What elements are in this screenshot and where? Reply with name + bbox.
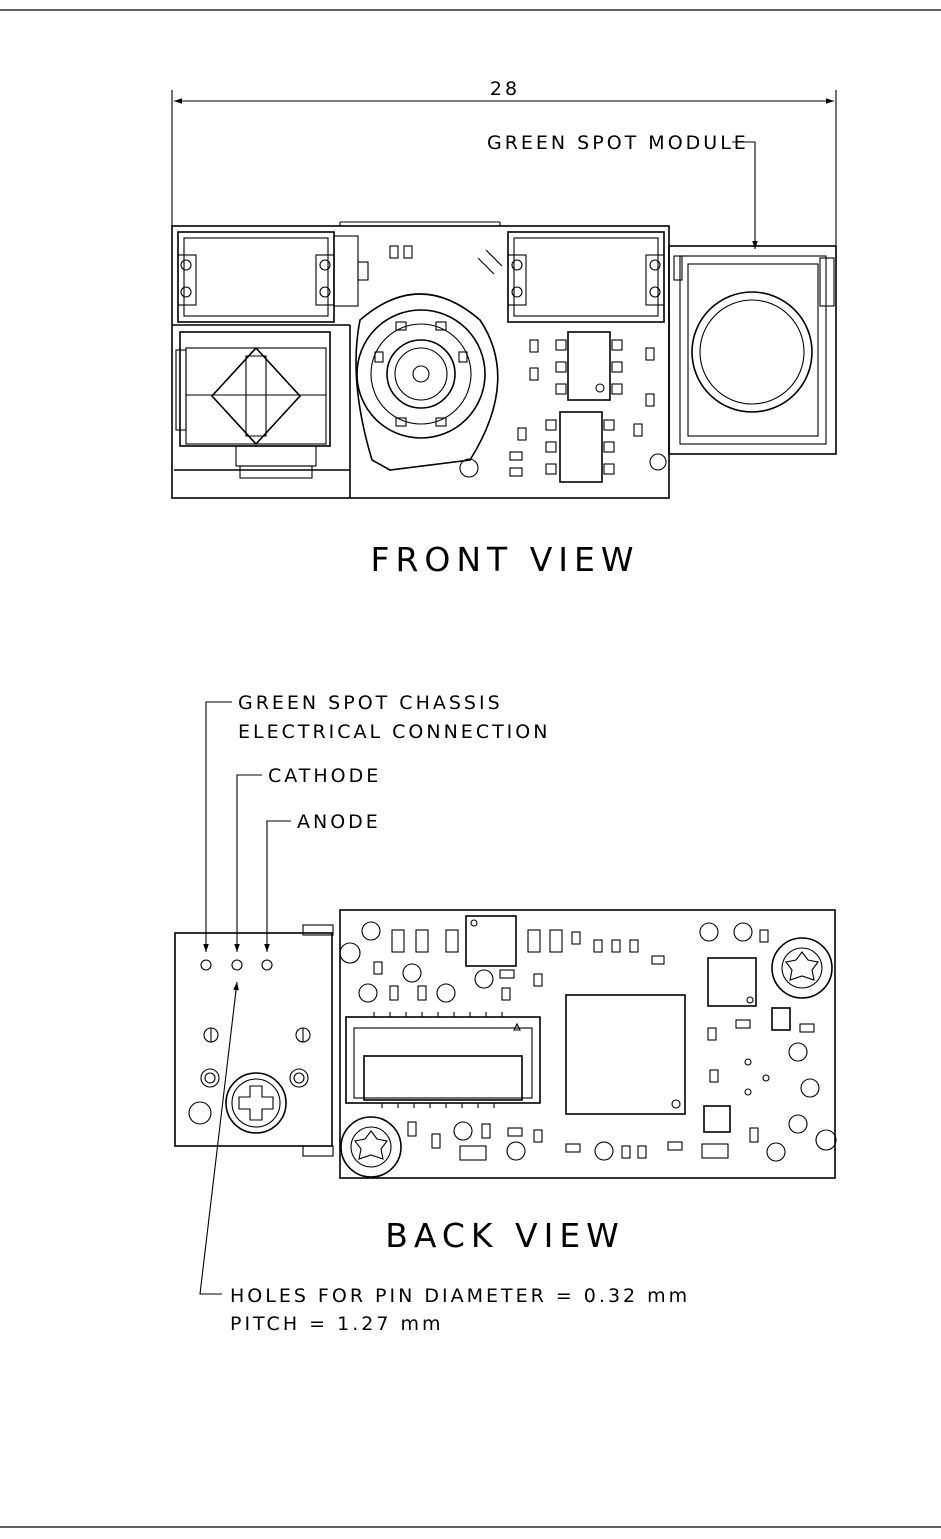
front-view-drawing <box>172 222 836 498</box>
note-holes-line1: HOLES FOR PIN DIAMETER = 0.32 mm <box>230 1285 690 1307</box>
callout-chassis-line2: ELECTRICAL CONNECTION <box>238 721 550 743</box>
callout-cathode: CATHODE <box>268 765 381 787</box>
callout-green-spot-module: GREEN SPOT MODULE <box>487 132 749 154</box>
front-view-title: FRONT VIEW <box>370 540 639 579</box>
dimension-28: 28 <box>172 78 836 262</box>
callout-chassis-line1: GREEN SPOT CHASSIS <box>238 692 503 714</box>
anode-callout: ANODE <box>267 811 381 952</box>
callout-anode: ANODE <box>297 811 381 833</box>
holes-note-callout: HOLES FOR PIN DIAMETER = 0.32 mm PITCH =… <box>200 982 690 1335</box>
dimension-label: 28 <box>490 78 520 100</box>
back-view-title: BACK VIEW <box>385 1216 625 1255</box>
note-holes-line2: PITCH = 1.27 mm <box>230 1313 443 1335</box>
back-view-drawing <box>175 910 836 1178</box>
connector-pins <box>374 1012 502 1108</box>
cathode-callout: CATHODE <box>237 765 381 952</box>
